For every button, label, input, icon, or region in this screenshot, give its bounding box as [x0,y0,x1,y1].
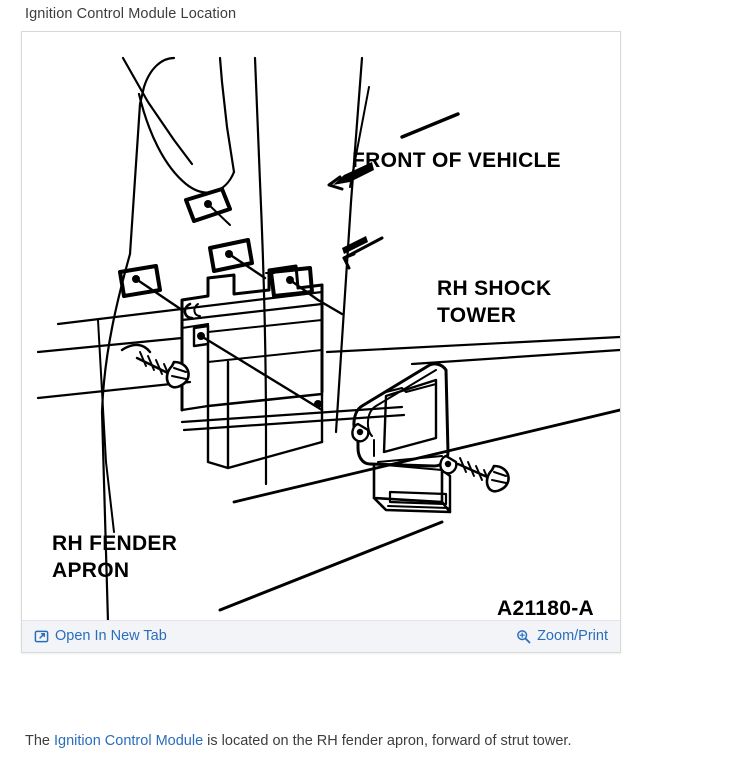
bracket-face-line [207,319,323,333]
front-vehicle-arrow-body [333,162,374,185]
module-ear-right-hole [444,460,452,468]
leader-line-2 [227,252,267,280]
apron-lower-edge [232,408,620,504]
ignition-control-module-link[interactable]: Ignition Control Module [54,733,204,749]
module-face-panel [382,378,438,454]
open-in-new-tab-button[interactable]: Open In New Tab [34,629,167,644]
bracket-leg-foot [226,440,324,470]
apron-edge-mid-2 [182,413,406,432]
bracket-lower-left [180,404,210,412]
external-link-icon [34,629,49,644]
bracket-inner-tab [181,323,209,329]
shock-tower-far-right-edge [334,56,364,434]
shock-tower-inner-right [218,56,236,174]
caption-tail-text: is located on the RH fender apron, forwa… [203,733,572,749]
label-diagram-code: A21180-A [497,597,594,620]
shock-tower-left-top [138,56,176,106]
front-vehicle-thin-line [349,86,370,188]
bracket-hook-left-inner [193,303,201,317]
figure-panel: FRONT OF VEHICLE RH SHOCK TOWER RH FENDE… [21,31,621,653]
anchor-dummy [229,224,231,226]
magnifier-plus-icon [516,629,531,644]
ignition-module-location-diagram: FRONT OF VEHICLE RH SHOCK TOWER RH FENDE… [22,32,620,620]
module-heatsink-outline [352,362,450,468]
screw-left-head [165,360,190,389]
figure-canvas: FRONT OF VEHICLE RH SHOCK TOWER RH FENDE… [22,32,620,620]
module-shelf-line [377,455,443,463]
page-title: Ignition Control Module Location [25,6,237,22]
front-vehicle-arrowhead [327,175,344,191]
module-heatsink-inner [366,369,437,437]
shock-tower-arrowhead [342,252,356,270]
leader-line-4 [288,278,320,302]
hole-marker-2 [208,238,254,273]
front-vehicle-upper-stroke [400,112,460,139]
apron-line-second-left [36,336,184,354]
apron-line-third-left [36,380,192,400]
caption-paragraph: The Ignition Control Module is located o… [25,733,571,749]
apron-line-right-lower [410,348,620,366]
label-rh-fender-apron-line2: APRON [52,559,129,582]
open-in-new-tab-label: Open In New Tab [55,628,167,645]
module-lower-box [372,462,444,504]
module-connector-lip [387,505,449,509]
module-lower-box-top [373,463,443,471]
caption-lead-text: The [25,733,55,749]
zoom-print-label: Zoom/Print [537,628,608,645]
label-rh-shock-tower-line1: RH SHOCK [437,277,551,300]
screw-left-leadline [120,343,152,354]
hole-marker-1 [184,187,232,223]
bracket-front-top [180,302,324,322]
bracket-hook-left [183,302,194,320]
module-ear-left-hole [356,428,364,436]
screw-left-threads [139,351,171,379]
shock-tower-fold-crease [121,56,194,166]
lower-diagonal-edge [218,520,444,612]
module-face-top-detail [385,383,437,393]
label-rh-fender-apron-line1: RH FENDER [52,532,177,555]
screw-right-head [485,464,510,493]
bracket-face-line-2 [207,349,323,363]
bracket-tab-hole-plate [192,324,210,348]
bracket-hole-right-leader [316,298,344,316]
apron-edge-mid [180,405,404,424]
apron-line-right-upper [325,335,620,354]
leader-line-1 [207,203,231,226]
label-rh-shock-tower-line2: TOWER [437,304,516,327]
screw-left-head-lines [171,367,187,380]
zoom-print-button[interactable]: Zoom/Print [516,629,608,644]
screw-right-head-lines [491,471,507,484]
hole-marker-3 [118,264,162,298]
figure-action-bar: Open In New Tab Zoom/Print [22,620,620,652]
bracket-hole-right [314,400,322,408]
module-connector-slot [388,490,448,506]
bracket-top-profile [180,264,324,322]
bracket-hole-leader [199,334,324,412]
label-front-of-vehicle: FRONT OF VEHICLE [352,149,561,172]
fender-apron-leader [97,319,115,533]
screw-right-threads [459,457,491,485]
bracket-leg [206,342,230,470]
shock-tower-arrow-body [342,236,368,254]
leader-line-3 [134,277,184,312]
apron-line-top [56,290,324,326]
